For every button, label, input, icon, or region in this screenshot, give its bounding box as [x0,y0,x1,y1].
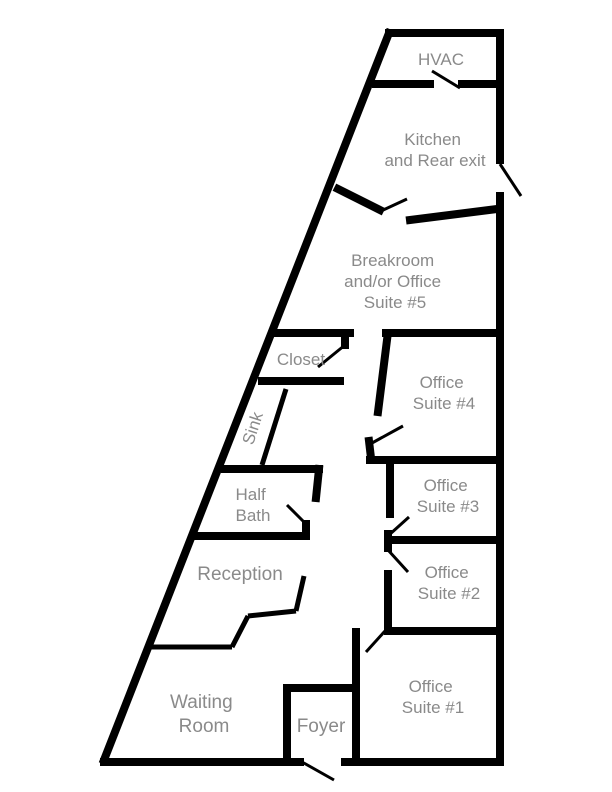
label-breakroom-line2: and/or Office [344,272,441,291]
label-suite-4-line2: Suite #4 [413,394,475,413]
label-hvac: HVAC [418,50,464,69]
label-suite-3-line1: Office [424,476,468,495]
label-half-bath-line2: Bath [236,506,271,525]
label-suite-4-line1: Office [420,373,464,392]
label-reception: Reception [197,564,283,585]
label-suite-2-line1: Office [425,563,469,582]
label-suite-1-line1: Office [409,677,453,696]
label-breakroom-line3: Suite #5 [364,293,426,312]
label-foyer: Foyer [297,716,346,737]
label-suite-4: Office Suite #4 [413,373,475,413]
label-breakroom: Breakroom and/or Office Suite #5 [344,251,446,312]
doors [285,69,523,782]
label-waiting-room-line2: Room [179,716,230,737]
label-kitchen-line1: Kitchen [404,130,461,149]
outer-walls [98,27,504,766]
label-suite-2-line2: Suite #2 [418,584,480,603]
interior-walls [150,80,504,764]
label-suite-1-line2: Suite #1 [402,698,464,717]
label-suite-3-line2: Suite #3 [417,497,479,516]
label-suite-3: Office Suite #3 [417,476,479,516]
label-kitchen: Kitchen and Rear exit [384,130,485,170]
label-waiting-room: Waiting Room [170,692,238,737]
label-suite-2: Office Suite #2 [418,563,480,603]
label-half-bath-line1: Half [236,485,267,504]
label-waiting-room-line1: Waiting [170,692,233,713]
label-kitchen-line2: and Rear exit [384,151,485,170]
label-suite-1: Office Suite #1 [402,677,464,717]
label-breakroom-line1: Breakroom [351,251,434,270]
label-closet: Closet [277,350,325,369]
label-half-bath: Half Bath [236,485,271,525]
